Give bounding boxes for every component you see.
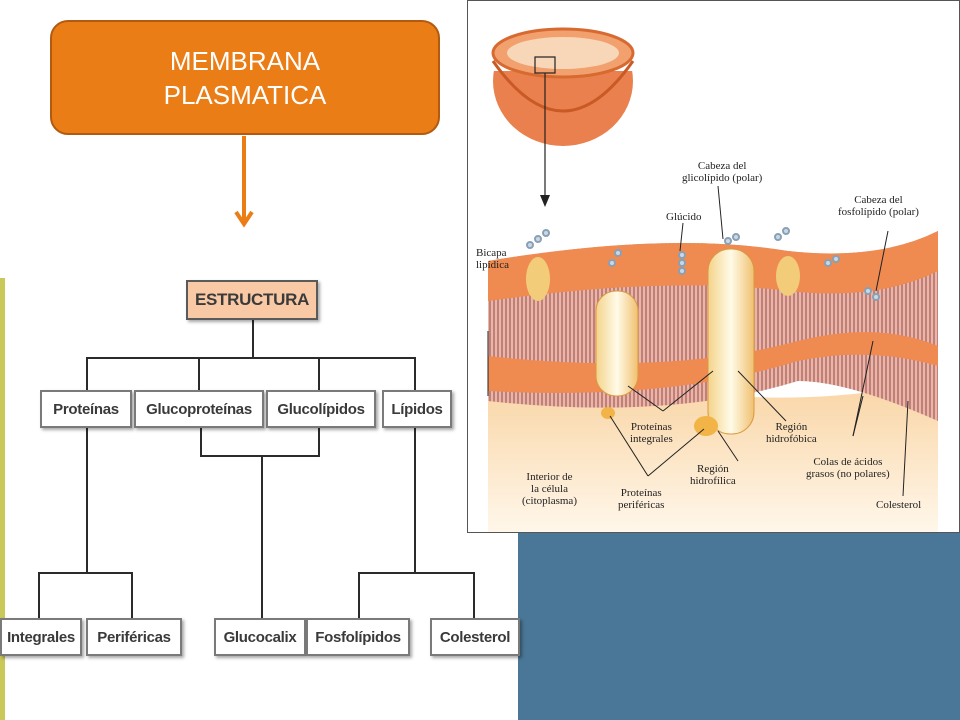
title-line-2: PLASMATICA xyxy=(163,79,327,110)
node-integrales: Integrales xyxy=(0,618,82,656)
node-glucoproteinas: Glucoproteínas xyxy=(134,390,264,428)
down-arrow-icon xyxy=(234,136,254,228)
label-proteinas-perifericas: Proteínas periféricas xyxy=(618,487,665,511)
title-line-1: MEMBRANA xyxy=(169,45,321,76)
label-region-hidrofilica: Región hidrofílica xyxy=(690,463,736,487)
node-perifericas: Periféricas xyxy=(86,618,182,656)
label-proteinas-integrales: Proteínas integrales xyxy=(630,421,673,445)
label-region-hidrofobica: Región hidrofóbica xyxy=(766,421,817,445)
label-cabeza-glicolipido: Cabeza del glicolípido (polar) xyxy=(682,160,763,184)
node-glucolipidos: Glucolípidos xyxy=(266,390,376,428)
label-interior: Interior de la célula (citoplasma) xyxy=(522,471,577,507)
node-lipidos: Lípidos xyxy=(382,390,452,428)
accent-bar xyxy=(0,278,5,720)
label-glucido: Glúcido xyxy=(666,211,702,223)
label-bicapa: Bicapa lipídica xyxy=(476,247,509,271)
membrane-illustration: Bicapa lipídica Cabeza del glicolípido (… xyxy=(467,0,960,533)
node-fosfolipidos: Fosfolípidos xyxy=(306,618,410,656)
node-estructura: ESTRUCTURA xyxy=(186,280,318,320)
label-colesterol: Colesterol xyxy=(876,499,922,511)
node-glucocalix: Glucocalix xyxy=(214,618,306,656)
title-box: MEMBRANA PLASMATICA xyxy=(50,20,440,135)
node-proteinas: Proteínas xyxy=(40,390,132,428)
label-colas: Colas de ácidos grasos (no polares) xyxy=(806,456,890,480)
node-colesterol: Colesterol xyxy=(430,618,520,656)
membrane-drawing xyxy=(487,11,938,532)
blue-panel xyxy=(518,530,960,720)
label-cabeza-fosfolipido: Cabeza del fosfolípido (polar) xyxy=(838,194,919,218)
